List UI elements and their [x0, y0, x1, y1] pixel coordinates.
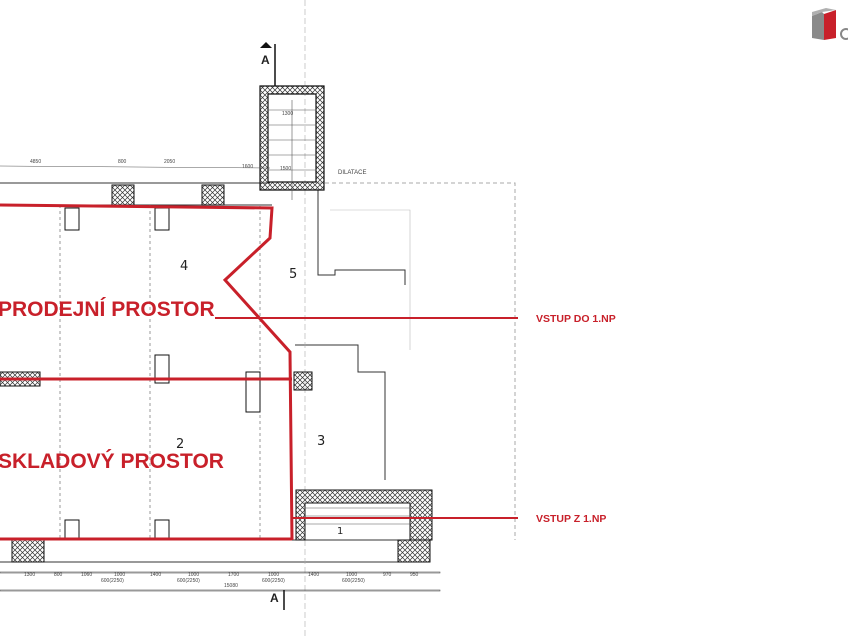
dimension-label: 970	[383, 572, 392, 578]
dimension-label: 800	[118, 159, 127, 165]
dimension-label: 1000	[114, 572, 125, 578]
dimension-label: 1000	[188, 572, 199, 578]
logo-icon	[812, 8, 848, 40]
room-number-2: 2	[176, 437, 184, 452]
dimension-label: 1400	[150, 572, 161, 578]
dimension-label: 1600	[242, 164, 253, 170]
entrance-label-in: VSTUP DO 1.NP	[536, 313, 616, 325]
room-number-1: 1	[337, 526, 343, 537]
bottom-dimensions: 1300 800 1060 1000 1400 1000 1700 1000 1…	[24, 572, 419, 589]
section-marker-top: A	[260, 42, 276, 86]
section-label: A	[270, 591, 279, 605]
area-label-storage: SKLADOVÝ PROSTOR	[0, 449, 224, 473]
dimension-label: 4850	[30, 159, 41, 165]
dimension-label: 600(2250)	[262, 578, 285, 584]
room-number-4: 4	[180, 259, 188, 274]
dimension-label: 600(2250)	[177, 578, 200, 584]
section-marker-bottom: A	[270, 590, 285, 610]
dimension-label: 800	[54, 572, 63, 578]
stairs	[268, 100, 410, 525]
dimension-label: 1700	[228, 572, 239, 578]
hatched-walls	[0, 85, 433, 563]
dimension-label: 600(2250)	[101, 578, 124, 584]
dimension-label: 1500	[280, 166, 291, 172]
dimension-label: 1300	[282, 111, 293, 117]
dimension-label: 1000	[346, 572, 357, 578]
dimension-label: 1000	[268, 572, 279, 578]
highlight-outline	[0, 203, 518, 541]
entrance-label-out: VSTUP Z 1.NP	[536, 513, 606, 525]
top-dimensions: 4850 800 2050 1600 1500 1300	[0, 111, 293, 172]
room-number-5: 5	[289, 267, 297, 282]
room-number-3: 3	[317, 434, 325, 449]
dimension-label: 1060	[81, 572, 92, 578]
dimension-label: 1300	[24, 572, 35, 578]
dilatace-note: DILATACE	[338, 170, 366, 176]
dimension-label: 600(2250)	[342, 578, 365, 584]
dimension-label: 2050	[164, 159, 175, 165]
dimension-label: 15080	[224, 583, 238, 589]
area-label-sales: PRODEJNÍ PROSTOR	[0, 298, 215, 321]
dimension-label: 950	[410, 572, 419, 578]
dimension-label: 1400	[308, 572, 319, 578]
section-label: A	[261, 53, 270, 67]
